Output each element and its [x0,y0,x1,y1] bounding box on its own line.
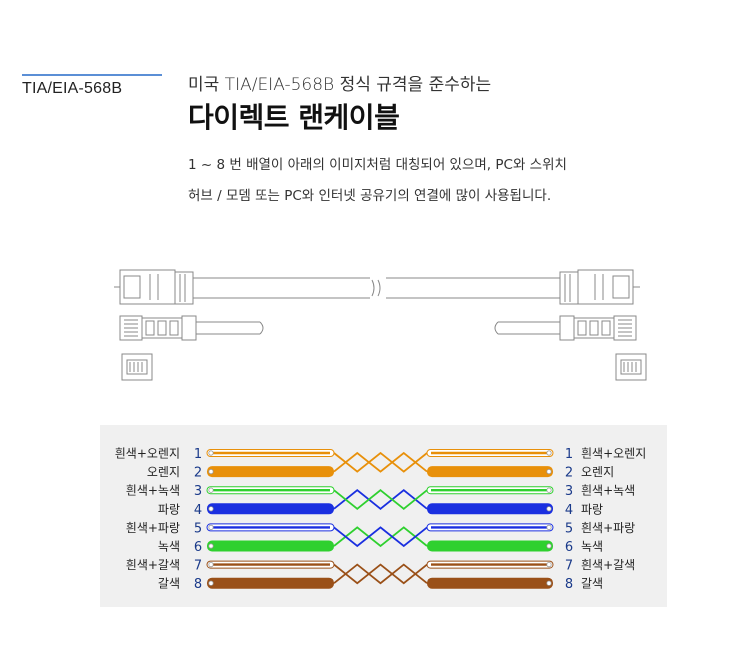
pin-number-right-3: 3 [565,484,573,499]
pin-number-left-4: 4 [194,503,202,518]
pin-contact-right-7 [546,562,552,568]
pin-label-left-5: 흰색+파랑 [126,521,180,535]
pin-label-left-2: 오렌지 [147,465,180,479]
pin-contact-right-8 [546,580,552,586]
pin-label-right-6: 녹색 [581,540,603,554]
cable-connector-illustration [114,269,647,381]
pin-label-left-1: 흰색+오렌지 [115,447,180,461]
pin-label-right-3: 흰색+녹색 [581,484,635,498]
pin-label-left-6: 녹색 [158,540,180,554]
pin-label-right-2: 오렌지 [581,465,614,479]
pin-label-right-5: 흰색+파랑 [581,521,635,535]
cable-break-icon [371,279,381,297]
pin-contact-left-3 [208,487,214,493]
wire-right-6 [427,540,553,552]
pin-contact-left-1 [208,450,214,456]
pin-contact-right-6 [546,543,552,549]
pin-contact-left-4 [208,506,214,512]
pin-number-right-6: 6 [565,540,573,555]
badge-underline [22,74,162,76]
pin-number-left-7: 7 [194,559,202,574]
pin-number-left-2: 2 [194,466,202,481]
twisted-pair-1-wire-a [333,451,428,473]
left-plug-front-icon [121,353,153,381]
wire-left-4 [207,503,334,515]
pin-contact-left-6 [208,543,214,549]
pin-number-right-5: 5 [565,521,573,536]
product-title: 다이렉트 랜케이블 [188,101,400,134]
pin-number-right-2: 2 [565,466,573,481]
pin-label-left-4: 파랑 [158,502,180,516]
pin-label-left-8: 갈색 [158,577,180,591]
pin-label-left-3: 흰색+녹색 [126,484,180,498]
pin-contact-right-2 [546,468,552,475]
wire-right-4 [427,503,553,515]
wire-left-6 [207,540,334,552]
pin-contact-left-5 [208,524,214,531]
pin-number-right-1: 1 [565,447,573,462]
pin-number-left-5: 5 [194,521,202,536]
badge-text: TIA/EIA-568B [22,80,123,97]
description-line-1: 1 ~ 8 번 배열이 아래의 이미지처럼 대칭되어 있으며, PC와 스위치 [188,157,567,173]
pin-contact-left-7 [208,562,214,568]
pin-label-right-1: 흰색+오렌지 [581,447,646,461]
wire-left-8 [207,577,334,589]
twisted-pair-3-wire-b [333,526,428,548]
left-plug-side-icon [114,269,370,305]
pin-contact-left-8 [208,580,214,586]
twisted-pair-1-wire-b [333,451,428,473]
pin-label-right-7: 흰색+갈색 [581,558,635,572]
standard-badge: TIA/EIA-568B [22,74,162,98]
pin-number-right-8: 8 [565,577,573,592]
pin-contact-right-3 [546,487,552,493]
wire-right-8 [427,577,553,589]
pin-contact-right-1 [546,450,552,456]
left-plug-top-icon [119,315,264,341]
pin-contact-left-2 [208,468,214,475]
twisted-pair-4-wire-b [333,563,428,585]
right-plug-top-icon [494,315,637,341]
wire-right-2 [427,466,553,478]
pin-label-right-8: 갈색 [581,577,603,591]
twisted-pair-2-wire-b [333,489,428,510]
pin-label-right-4: 파랑 [581,502,603,516]
twisted-pair-3-wire-a [333,526,428,548]
wire-left-2 [207,466,334,478]
pin-number-left-3: 3 [194,484,202,499]
twisted-pair-4-wire-a [333,563,428,585]
twisted-pair-2-wire-a [333,489,428,510]
pin-number-right-4: 4 [565,503,573,518]
pin-number-left-6: 6 [194,540,202,555]
pin-number-right-7: 7 [565,559,573,574]
pin-number-left-8: 8 [194,577,202,592]
right-plug-side-icon [386,269,640,305]
pin-label-left-7: 흰색+갈색 [126,558,180,572]
subtitle: 미국 TIA/EIA-568B 정식 규격을 준수하는 [188,75,492,95]
pin-number-left-1: 1 [194,447,202,462]
pin-contact-right-5 [546,524,552,531]
description-line-2: 허브 / 모뎀 또는 PC와 인터넷 공유기의 연결에 많이 사용됩니다. [188,188,552,204]
pin-contact-right-4 [546,506,552,512]
right-plug-front-icon [615,353,647,381]
